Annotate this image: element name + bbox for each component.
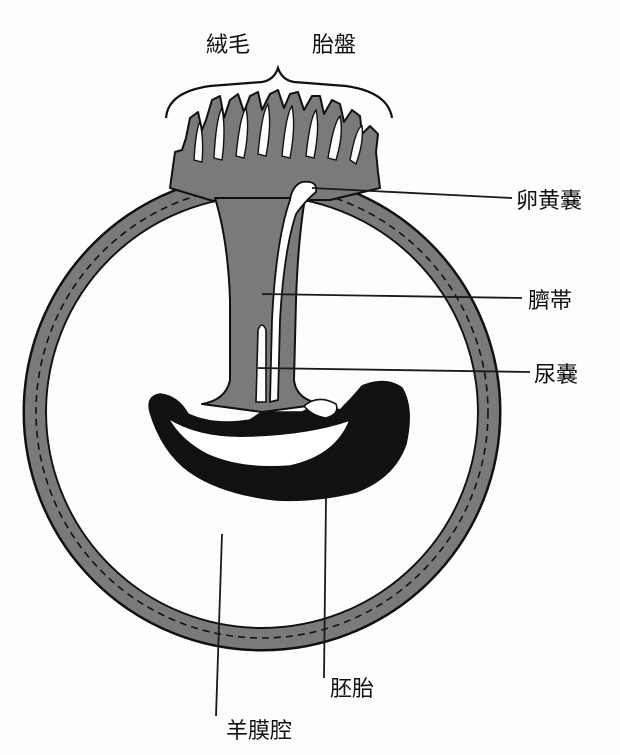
embryo-label: 胚胎 [330,677,374,702]
allantois-duct [256,325,266,402]
umbilical-cord-label: 臍帯 [528,289,572,314]
amniotic-cavity-label: 羊膜腔 [226,719,292,744]
embryo-leader [324,498,326,678]
umbilical-cord-leader [262,294,522,298]
villi-label: 絨毛 [206,33,250,58]
placenta-label: 胎盤 [312,33,356,58]
yolk-sac-label: 卵黄嚢 [516,189,582,214]
allantois-label: 尿嚢 [534,363,578,388]
